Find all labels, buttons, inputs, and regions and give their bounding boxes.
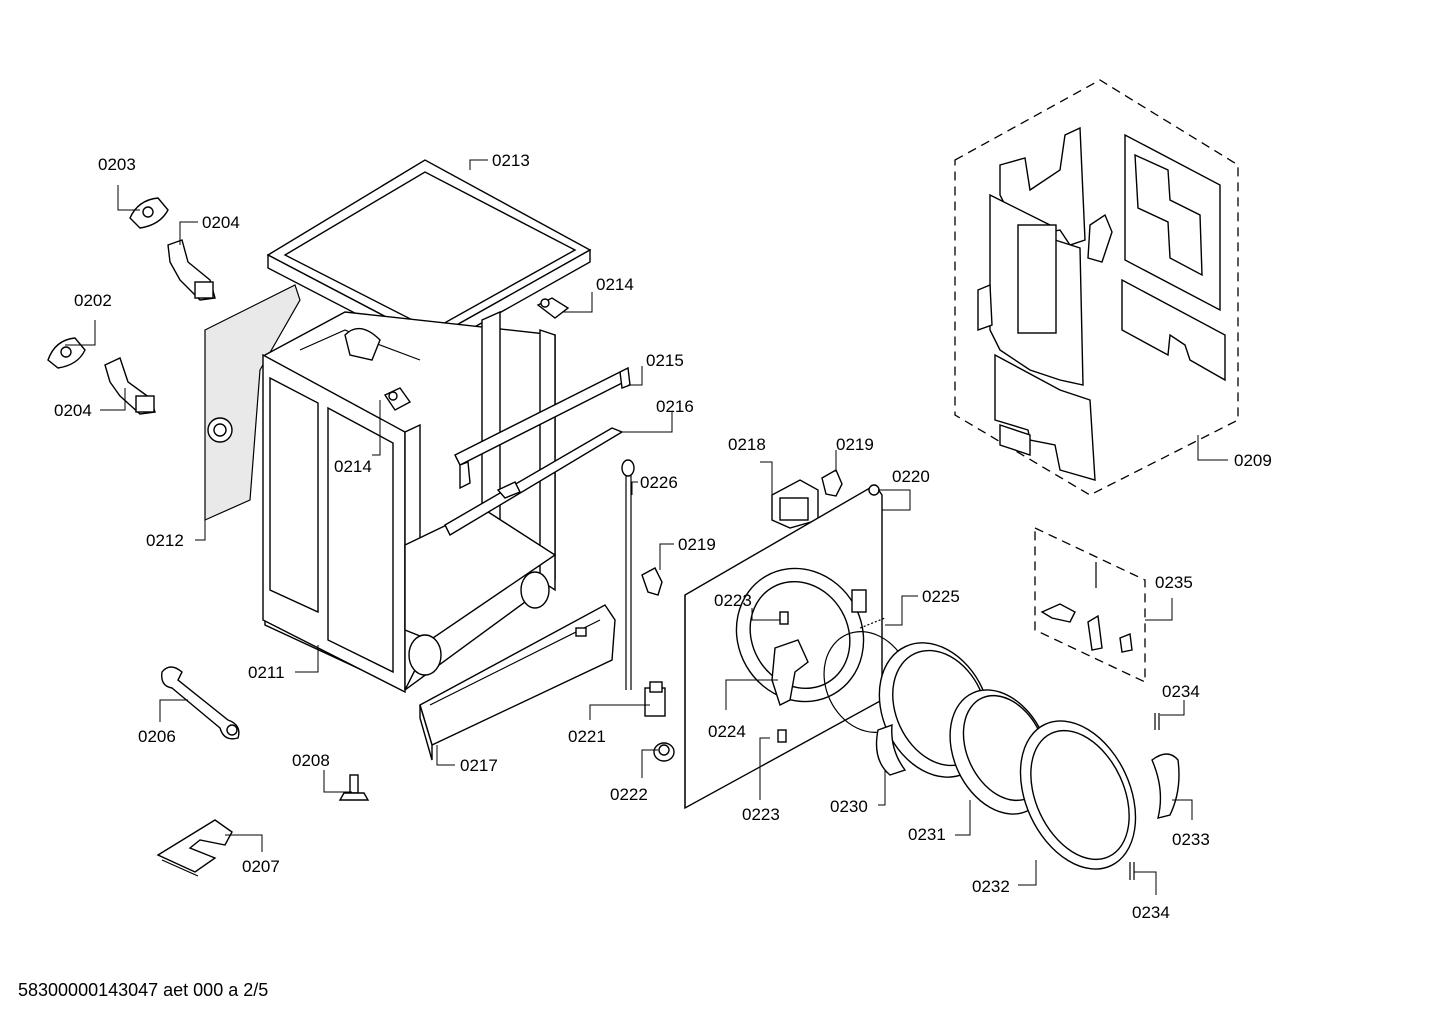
control-module-0218 <box>771 479 819 529</box>
label-0233: 0233 <box>1172 830 1210 849</box>
label-0206: 0206 <box>138 727 176 746</box>
label-0204-bottom: 0204 <box>54 401 92 420</box>
door-outer-ring-0232 <box>1019 720 1137 870</box>
pin-0234-bottom <box>1129 862 1135 880</box>
hose-connector-0204-bottom <box>104 357 156 415</box>
label-0213: 0213 <box>492 151 530 170</box>
drawing-reference-footer: 58300000143047 aet 000 a 2/5 <box>18 980 269 1000</box>
label-0231: 0231 <box>908 825 946 844</box>
hose-connector-0204-top <box>167 239 216 301</box>
label-0217: 0217 <box>460 756 498 775</box>
bracket-0214-inner <box>383 387 412 411</box>
label-0235: 0235 <box>1155 573 1193 592</box>
door-lock-0221 <box>644 681 666 717</box>
rail-0215 <box>454 366 631 490</box>
label-0223-top: 0223 <box>714 591 752 610</box>
toe-board-0217 <box>419 604 616 761</box>
valve-cap-0202 <box>47 337 86 369</box>
spacer-plate-0207 <box>156 819 233 877</box>
label-0232: 0232 <box>972 877 1010 896</box>
pin-0223-top <box>779 611 789 625</box>
label-0212: 0212 <box>146 531 184 550</box>
label-0208: 0208 <box>292 751 330 770</box>
clip-0219-right <box>821 469 843 497</box>
bracket-0214-top <box>536 297 570 319</box>
label-0211: 0211 <box>248 663 285 682</box>
packaging-set-0209 <box>954 79 1239 496</box>
label-0202: 0202 <box>74 291 112 310</box>
pin-0234-top <box>1154 713 1160 730</box>
label-0216: 0216 <box>656 397 694 416</box>
door-handle-0233 <box>1151 753 1180 819</box>
label-0204-top: 0204 <box>202 213 240 232</box>
label-0221: 0221 <box>568 727 606 746</box>
valve-cap-0203 <box>129 197 169 229</box>
label-0218: 0218 <box>728 435 766 454</box>
label-0214-top: 0214 <box>596 275 634 294</box>
label-0234-top: 0234 <box>1162 682 1200 701</box>
label-0230: 0230 <box>830 797 868 816</box>
label-0226: 0226 <box>640 473 678 492</box>
label-0219-left: 0219 <box>678 535 716 554</box>
hinge-0224 <box>771 639 809 706</box>
screw-0208 <box>338 774 370 801</box>
parts-kit-0235 <box>1034 526 1146 684</box>
rod-0226 <box>621 459 635 690</box>
pin-0223-bottom <box>777 729 787 743</box>
clip-0219-left <box>641 567 663 596</box>
label-0214-inner: 0214 <box>334 457 372 476</box>
label-0225: 0225 <box>922 587 960 606</box>
label-0220: 0220 <box>892 467 930 486</box>
label-0209: 0209 <box>1234 451 1272 470</box>
label-0207: 0207 <box>242 857 280 876</box>
label-0222: 0222 <box>610 785 648 804</box>
label-0219-right: 0219 <box>836 435 874 454</box>
label-0223-bottom: 0223 <box>742 805 780 824</box>
label-0215: 0215 <box>646 351 684 370</box>
spanner-0206 <box>161 666 240 740</box>
label-0224: 0224 <box>708 722 746 741</box>
bush-0222 <box>653 742 675 762</box>
label-0203: 0203 <box>98 155 136 174</box>
label-0234-bottom: 0234 <box>1132 903 1170 922</box>
